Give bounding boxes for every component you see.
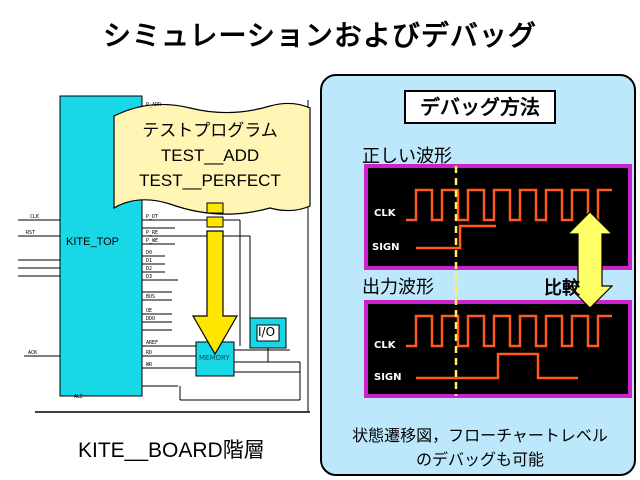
correct-sign-label: SIGN [372,242,400,253]
svg-text:WR: WR [146,362,153,368]
down-arrow [191,230,239,356]
footer-note: 状態遷移図，フローチャートレベル のデバッグも可能 [322,424,638,472]
svg-text:AREF: AREF [146,340,158,346]
scroll-line-2: TEST__ADD [160,146,260,165]
svg-text:RD: RD [146,350,152,356]
scroll-line-1: テストプログラム [142,121,278,140]
page-title: シミュレーションおよびデバッグ [103,19,537,52]
board-diagram: P_ADR P_DT P_RE P_WE D0 D1 D2 D3 BUS OE … [18,95,311,413]
svg-text:BUS: BUS [146,294,155,300]
svg-text:D2: D2 [146,266,152,272]
svg-text:D1: D1 [146,258,152,264]
kite-top-label: KITE_TOP [66,236,119,248]
test-program-text: テストプログラム TEST__ADD TEST__PERFECT [112,118,308,193]
svg-text:D3: D3 [146,274,152,280]
test-program-scroll [113,102,311,215]
output-clk-label: CLK [374,340,396,351]
footer-line-2: のデバッグも可能 [415,450,544,469]
correct-waveform-label: 正しい波形 [362,146,452,167]
correct-sign-wave [416,224,496,250]
svg-text:RST: RST [26,230,35,236]
svg-text:ALE: ALE [74,394,83,400]
compare-arrow [566,211,614,309]
debug-method-title: デバッグ方法 [404,90,556,124]
memory-block [195,341,235,377]
output-sign-label: SIGN [374,372,402,383]
svg-text:P_RE: P_RE [146,230,158,236]
svg-text:P_ADR: P_ADR [146,102,162,108]
svg-text:OE: OE [146,308,152,314]
output-waveform-box [364,300,632,398]
scroll-line-3: TEST__PERFECT [139,171,281,190]
svg-text:P_WE: P_WE [146,238,158,244]
memory-label: MEMORY [199,354,230,362]
waveform-diagram [364,164,632,398]
compare-label: 比較 [544,278,580,299]
output-clk-wave [406,314,612,348]
svg-text:CLK: CLK [30,214,39,220]
correct-clk-label: CLK [374,208,396,219]
correct-clk-wave [406,188,612,222]
svg-text:D0: D0 [146,250,152,256]
svg-text:P_DT: P_DT [146,214,158,220]
board-hierarchy-label: KITE__BOARD階層 [78,439,265,462]
output-waveform-label: 出力波形 [362,277,434,298]
svg-text:DDO: DDO [146,316,155,322]
output-sign-wave [416,352,578,380]
footer-line-1: 状態遷移図，フローチャートレベル [352,426,608,445]
svg-text:ACK: ACK [28,350,37,356]
io-label: I/O [258,325,276,339]
